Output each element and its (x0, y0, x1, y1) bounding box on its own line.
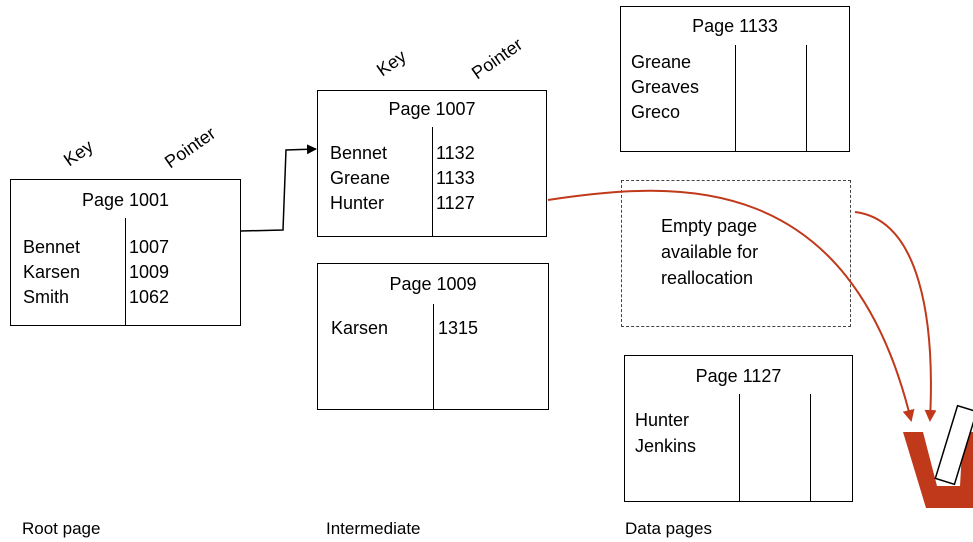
page-1127-divider-1 (739, 394, 740, 502)
reallocation-arrow-from-empty-page (854, 211, 937, 422)
page-1133-key-2: Greaves (631, 77, 700, 97)
empty-page-line-1: Empty page (661, 216, 758, 236)
root-pointer-3: 1062 (129, 287, 170, 307)
empty-page-line-2: available for (661, 242, 759, 262)
root-page-title: Page 1001 (81, 190, 170, 210)
page-1007-divider (432, 127, 433, 237)
intermediate-page-1007-box: Page 1007 Bennet Greane Hunter 1132 1133… (317, 90, 547, 237)
root-pointer-1: 1007 (129, 237, 170, 257)
root-page-box: Page 1001 Bennet Karsen Smith 1007 1009 … (10, 179, 241, 326)
page-1009-pointer-1: 1315 (438, 318, 479, 338)
page-1133-divider-2 (806, 45, 807, 152)
page-1133-title: Page 1133 (692, 16, 778, 36)
page-1127-title: Page 1127 (695, 366, 782, 386)
recycle-bin-icon (903, 404, 973, 508)
data-pages-label: Data pages (625, 519, 712, 538)
page-1127-divider-2 (810, 394, 811, 502)
root-key-2: Karsen (23, 262, 81, 282)
empty-page-line-3: reallocation (661, 268, 754, 288)
root-to-1007-arrow (240, 144, 317, 232)
intermediate-page-1009-box: Page 1009 Karsen 1315 (317, 263, 549, 410)
page-1127-key-2: Jenkins (635, 436, 697, 456)
data-page-1133-box: Page 1133 Greane Greaves Greco (620, 6, 850, 152)
page-1009-title: Page 1009 (389, 274, 477, 294)
page-1009-key-1: Karsen (331, 318, 389, 338)
root-pointer-2: 1009 (129, 262, 170, 282)
root-key-1: Bennet (23, 237, 81, 257)
root-key-3: Smith (23, 287, 70, 307)
page-1133-key-3: Greco (631, 102, 681, 122)
page-1007-title: Page 1007 (388, 99, 476, 119)
reallocation-arrow-from-1007 (547, 189, 915, 422)
page-1007-pointer-1: 1132 (436, 143, 475, 163)
root-page-label: Root page (22, 519, 101, 538)
page-1007-key-3: Hunter (330, 193, 385, 213)
data-page-1127-box: Page 1127 Hunter Jenkins (624, 355, 853, 502)
page-1009-divider (433, 304, 434, 410)
page-1133-key-1: Greane (631, 52, 692, 72)
page-1133-divider-1 (735, 45, 736, 152)
page-1007-key-2: Greane (330, 168, 391, 188)
page-1127-key-1: Hunter (635, 410, 690, 430)
page-1007-key-1: Bennet (330, 143, 388, 163)
page-1007-pointer-3: 1127 (436, 193, 475, 213)
root-page-divider (125, 218, 126, 326)
page-1007-pointer-2: 1133 (436, 168, 475, 188)
empty-page-box: Empty page available for reallocation (621, 180, 851, 327)
intermediate-label: Intermediate (326, 519, 421, 538)
